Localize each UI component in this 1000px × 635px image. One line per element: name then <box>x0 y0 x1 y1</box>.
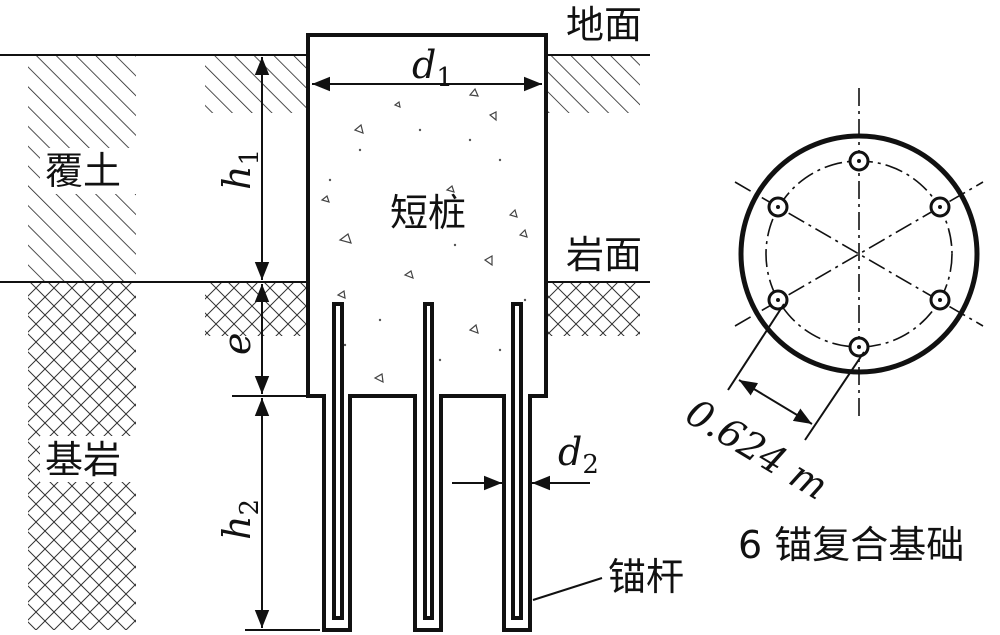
d1-label: d1 <box>412 43 453 93</box>
anchor-holes <box>767 150 951 358</box>
bedrock-label: 基岩 <box>45 438 121 482</box>
concrete-aggregate <box>320 87 528 384</box>
plan-view: 0.624 m <box>678 88 984 509</box>
short-pile-outline <box>306 33 548 632</box>
spacing-ext-2 <box>804 351 865 441</box>
ground-label: 地面 <box>566 3 642 47</box>
short-pile-label: 短桩 <box>390 191 466 235</box>
h2-label: h2 <box>215 499 265 540</box>
spacing-ext-1 <box>727 303 785 391</box>
anchor-hole-centers <box>776 159 942 349</box>
e-label: e <box>215 333 259 356</box>
overburden-label: 覆土 <box>45 149 121 193</box>
bedrock-layer <box>28 282 640 630</box>
concrete-dots <box>328 128 527 362</box>
anchor-leader <box>532 577 603 601</box>
h1-label: h1 <box>215 149 265 190</box>
spacing-dimension <box>738 379 813 425</box>
rock-surface-label: 岩面 <box>566 233 642 277</box>
d2-label: d2 <box>558 430 599 480</box>
anchor-rods <box>332 302 523 620</box>
anchor-rod-label: 锚杆 <box>608 555 684 599</box>
caption: 6 锚复合基础 <box>738 523 964 567</box>
spacing-label: 0.624 m <box>678 390 835 509</box>
